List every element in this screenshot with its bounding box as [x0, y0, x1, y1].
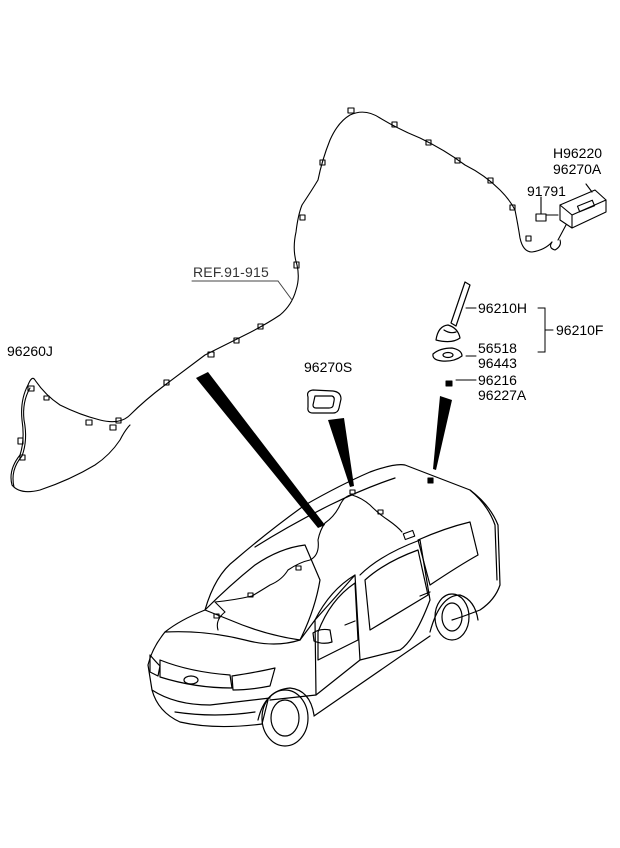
label-96270s: 96270S — [304, 359, 353, 375]
label-ref-91-915: REF.91-915 — [193, 264, 269, 280]
label-h96220: H96220 — [553, 145, 603, 161]
label-96227a: 96227A — [478, 387, 527, 403]
antenna-leaders — [455, 307, 554, 381]
pointer-wedges — [196, 372, 452, 528]
antenna-amplifier-module — [550, 183, 607, 251]
antenna-pole — [450, 281, 471, 327]
antenna-base — [435, 324, 461, 343]
label-56518: 56518 — [478, 340, 517, 356]
label-96443: 96443 — [478, 355, 517, 371]
label-96270a: 96270A — [553, 161, 602, 177]
label-96210f: 96210F — [556, 322, 604, 338]
cable-96270s — [306, 389, 342, 414]
van-roof-wiring — [213, 477, 434, 631]
antenna-gasket-56518 — [432, 347, 463, 362]
ref-leader — [191, 280, 293, 301]
roof-wiring-harness — [10, 107, 553, 493]
bolt-91791 — [535, 196, 559, 222]
minivan-illustration — [147, 464, 501, 747]
nut-96216 — [445, 380, 453, 387]
label-96216: 96216 — [478, 372, 517, 388]
label-96260j: 96260J — [7, 343, 53, 359]
label-96210h: 96210H — [478, 300, 528, 316]
label-91791: 91791 — [527, 183, 566, 199]
